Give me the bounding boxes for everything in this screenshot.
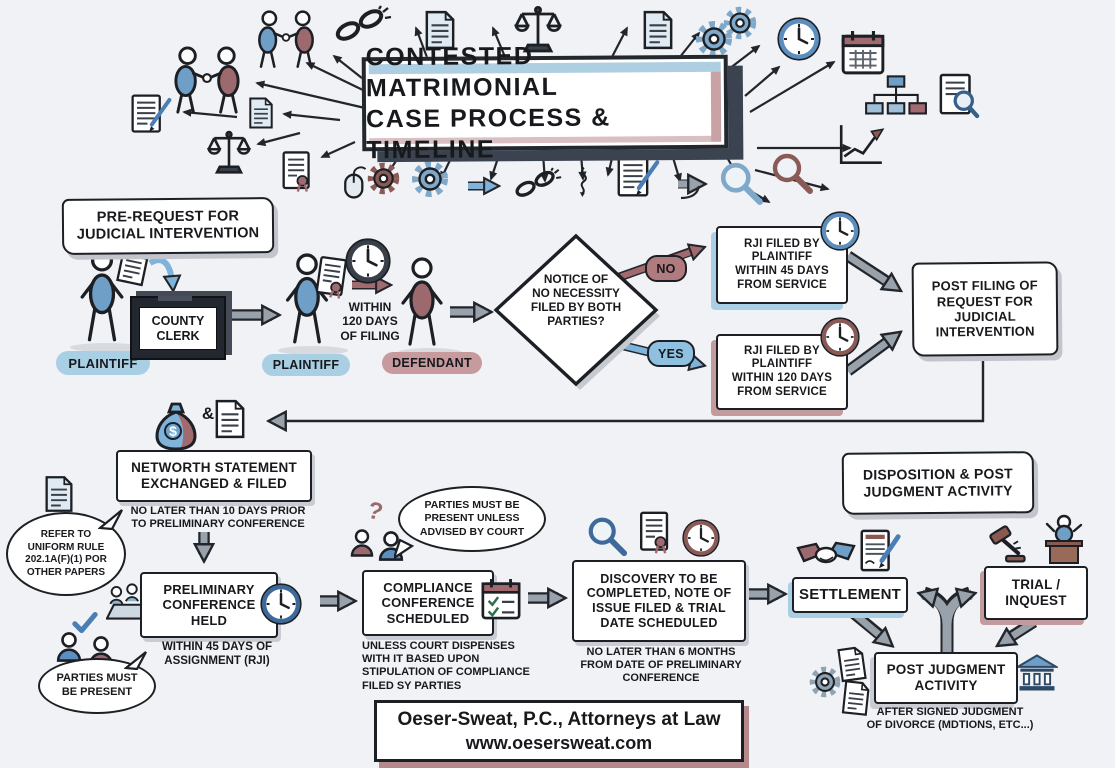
defendant-label: DEFENDANT	[382, 352, 482, 374]
courthouse-icon	[1016, 648, 1058, 698]
computer-mouse-icon	[342, 162, 368, 202]
networth-note: NO LATER THAN 10 DAYS PRIOR TO PRELIMINA…	[130, 505, 306, 531]
ballot-box-county-clerk: COUNTY CLERK	[130, 296, 226, 360]
rji-45-days-box: RJI FILED BY PLAINTIFF WITHIN 45 DAYS FR…	[716, 226, 848, 304]
figure-shadow	[70, 343, 142, 352]
document-icon	[836, 644, 869, 684]
doodle-arrow-icons	[468, 184, 702, 200]
trial-inquest-box: TRIAL / INQUEST	[984, 566, 1088, 620]
discovery-box: DISCOVERY TO BE COMPLETED, NOTE OF ISSUE…	[572, 560, 746, 642]
post-judgment-box: POST JUDGMENT ACTIVITY	[874, 652, 1018, 704]
party-bust-icon	[350, 528, 374, 558]
page-title-line2: CASE PROCESS & TIMELINE	[366, 103, 611, 165]
clock-icon	[777, 17, 821, 61]
document-icon	[44, 474, 74, 514]
decision-question: NOTICE OF NO NECESSITY FILED BY BOTH PAR…	[530, 272, 622, 329]
magnifier-icon	[718, 160, 764, 206]
money-bag-icon	[152, 400, 200, 452]
ampersand: &	[201, 404, 215, 423]
post-filing-rji-box: POST FILING OF REQUEST FOR JUDICIAL INTE…	[911, 261, 1059, 357]
contract-pen-icon	[856, 528, 902, 574]
firm-website: www.oesersweat.com	[465, 732, 653, 753]
document-icon	[214, 398, 246, 440]
document-pen-icon	[130, 92, 172, 136]
compliance-note: UNLESS COURT DISPENSES WITH IT BASED UPO…	[362, 640, 530, 692]
decision-diamond	[493, 233, 660, 390]
document-seal-icon	[281, 148, 313, 196]
document-icon	[248, 96, 274, 130]
scales-of-justice-icon	[206, 128, 252, 176]
document-seal-icon	[638, 510, 672, 556]
gear-icon	[808, 665, 842, 699]
squiggle-arrow-icon	[574, 164, 594, 200]
page-title-line1: CONTESTED MATRIMONIAL	[365, 41, 559, 102]
section-header-disposition: DISPOSITION & POST JUDGMENT ACTIVITY	[841, 451, 1035, 515]
discovery-note: NO LATER THAN 6 MONTHS FROM DATE OF PREL…	[580, 646, 742, 685]
compliance-conference-box: COMPLIANCE CONFERENCE SCHEDULED	[362, 570, 494, 636]
plaintiff-label: PLAINTIFF	[262, 354, 350, 376]
broken-chain-icon	[334, 4, 392, 44]
preliminary-conference-box: PRELIMINARY CONFERENCE HELD	[140, 572, 278, 638]
gear-icon	[722, 4, 758, 42]
clock-icon	[682, 519, 720, 557]
compliance-bubble: PARTIES MUST BE PRESENT UNLESS ADVISED B…	[398, 486, 546, 552]
handshake-figures-icon	[168, 46, 246, 116]
firm-name: Oeser-Sweat, P.C., Attorneys at Law	[397, 708, 721, 730]
handshake-figures-icon	[254, 10, 318, 70]
clock-icon	[345, 238, 391, 284]
gavel-icon	[986, 523, 1030, 565]
calendar-checklist-icon	[480, 576, 522, 622]
branch-yes-label: YES	[647, 340, 695, 367]
post-judgment-note: AFTER SIGNED JUDGMENT OF DIVORCE (MDTION…	[866, 706, 1034, 732]
broken-chain-icon	[514, 162, 562, 204]
magnifier-icon	[770, 150, 814, 196]
clock-icon	[820, 317, 860, 357]
org-chart-icon	[862, 74, 928, 120]
section-header-pre-rji: PRE-REQUEST FOR JUDICIAL INTERVENTION	[61, 197, 275, 255]
county-clerk-label: COUNTY CLERK	[139, 307, 217, 350]
magnifier-icon	[586, 514, 628, 558]
footer-banner: Oeser-Sweat, P.C., Attorneys at Law www.…	[374, 700, 744, 762]
growth-chart-icon	[836, 122, 886, 170]
networth-statement-box: NETWORTH STATEMENT EXCHANGED & FILED	[116, 450, 312, 502]
document-magnifier-icon	[938, 72, 980, 120]
within-120-days-filing-note: WITHIN 120 DAYS OF FILING	[340, 300, 400, 343]
calendar-icon	[840, 28, 886, 78]
judge-podium-icon	[1038, 514, 1086, 566]
bubble-tail	[124, 651, 147, 670]
parties-present-bubble: PARTIES MUST BE PRESENT	[38, 658, 156, 714]
clock-icon	[820, 211, 860, 251]
figure-shadow	[278, 346, 348, 355]
bubble-tail	[394, 538, 415, 560]
checkmark-icon	[72, 612, 98, 634]
settlement-box: SETTLEMENT	[792, 577, 908, 613]
preliminary-note: WITHIN 45 DAYS OF ASSIGNMENT (RJI)	[161, 641, 273, 667]
branch-no-label: NO	[645, 255, 687, 282]
handshake-icon	[796, 538, 856, 572]
bubble-tail	[98, 509, 123, 530]
party-bust-icon	[56, 632, 82, 662]
clock-icon	[260, 583, 302, 625]
title-banner: CONTESTED MATRIMONIAL CASE PROCESS & TIM…	[361, 42, 729, 164]
